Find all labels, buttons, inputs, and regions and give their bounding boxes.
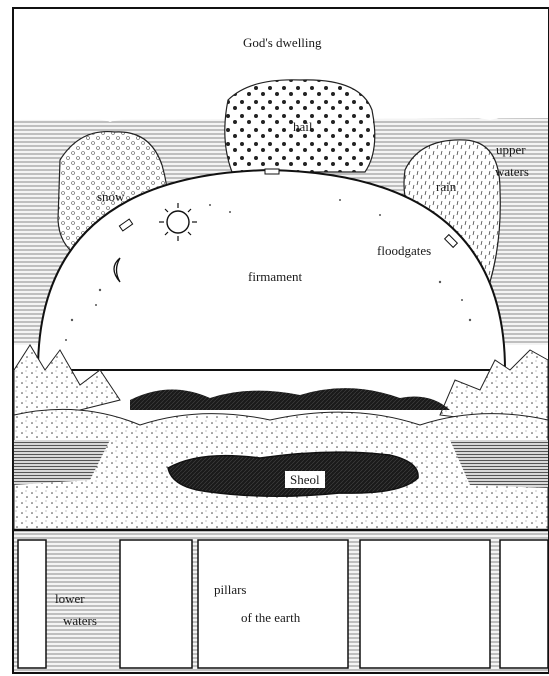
label-pillars-line1: pillars	[214, 582, 247, 597]
pillar	[360, 540, 490, 668]
pillar	[500, 540, 548, 668]
pillar	[18, 540, 46, 668]
label-floodgates: floodgates	[377, 243, 431, 258]
label-hail: hail	[293, 119, 313, 134]
label-lower-waters-line2: waters	[63, 613, 97, 628]
pillar	[120, 540, 192, 668]
label-pillars-line2: of the earth	[241, 610, 301, 625]
label-sheol: Sheol	[290, 472, 320, 487]
floodgate-marker	[265, 169, 279, 174]
label-firmament: firmament	[248, 269, 303, 284]
label-upper-waters-line2: waters	[495, 164, 529, 179]
pillar	[198, 540, 348, 668]
label-rain: rain	[436, 179, 457, 194]
label-lower-waters-line1: lower	[55, 591, 85, 606]
label-gods-dwelling: God's dwelling	[243, 35, 322, 50]
label-upper-waters-line1: upper	[496, 142, 526, 157]
label-snow: snow	[97, 189, 125, 204]
